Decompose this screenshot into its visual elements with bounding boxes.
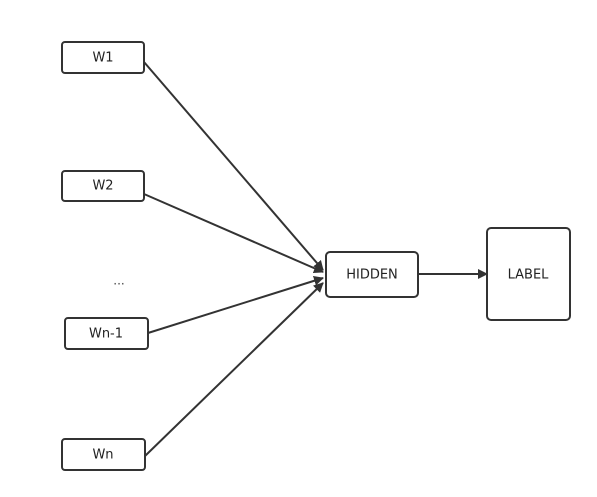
input-node-w1-box [61,41,145,74]
hidden-node-box [325,251,419,298]
output-node-box [486,227,571,321]
input-node-w2-label: W2 [92,179,113,194]
input-ellipsis: ... [113,274,124,288]
hidden-node-label: HIDDEN [346,268,398,283]
output-node-label: LABEL [508,268,550,283]
hidden-node: HIDDEN [325,251,419,298]
input-node-w2: W2 [61,170,145,202]
input-node-wn-1-box [64,317,149,350]
input-node-wn: Wn [61,438,146,471]
input-node-w1: W1 [61,41,145,74]
input-node-wn-1: Wn-1 [64,317,149,350]
input-node-wn-box [61,438,146,471]
input-node-wn-label: Wn [92,448,113,463]
edge-wn-hidden [144,282,324,457]
input-node-w1-label: W1 [92,51,113,66]
edge-w1-hidden [143,61,324,271]
output-node: LABEL [486,227,571,321]
input-node-w2-box [61,170,145,202]
edge-w2-hidden [143,193,324,273]
input-node-wn-1-label: Wn-1 [89,327,123,342]
edge-wn-1-hidden [147,275,324,334]
